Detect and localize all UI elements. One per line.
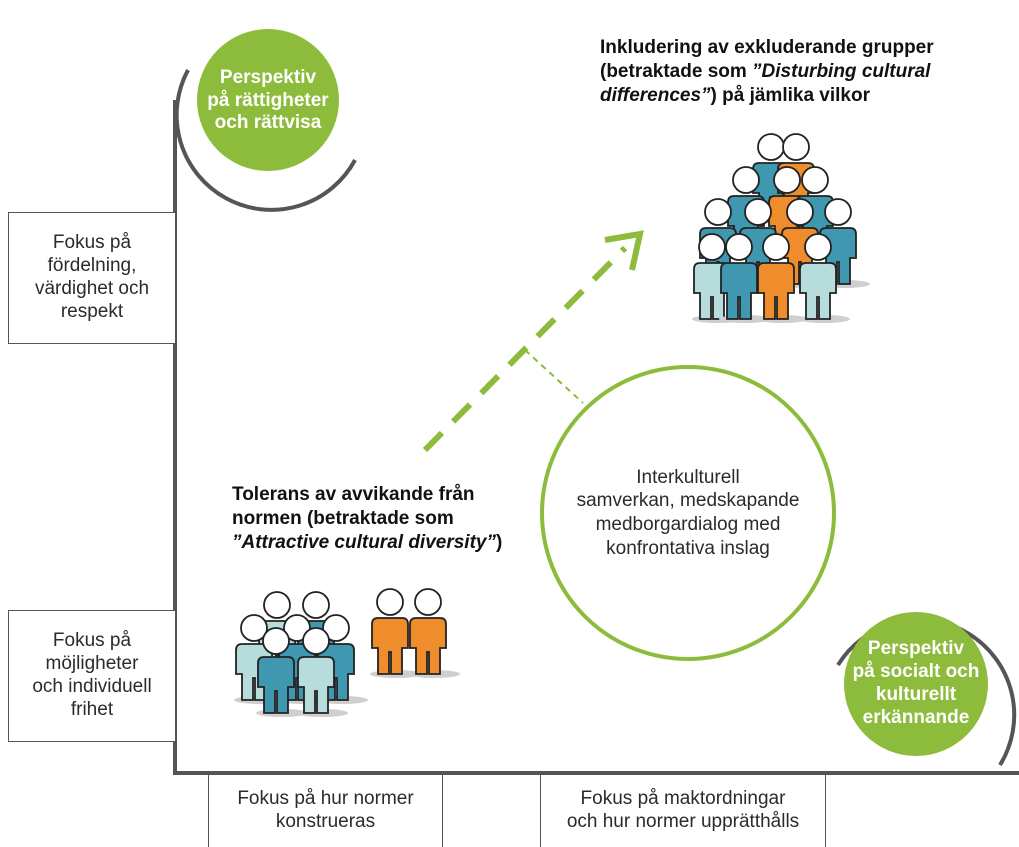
center-circle-label: Interkulturell samverkan, medskapande me… xyxy=(576,466,800,559)
connector-line xyxy=(524,349,584,404)
person-icon xyxy=(408,588,460,678)
inclusion-heading-line3-emphasis: differences” xyxy=(600,84,711,106)
tolerance-heading-line1: Tolerans av avvikande från xyxy=(232,484,475,505)
tolerance-heading-line3: ”Attractive cultural diversity”) xyxy=(232,531,552,555)
y-label-upper-box: Fokus på fördelning, värdighet och respe… xyxy=(8,212,176,344)
tolerance-heading-line2: normen (betraktade som xyxy=(232,507,454,529)
person-icon xyxy=(798,233,850,323)
x-label-right-box: Fokus på maktordningar och hur normer up… xyxy=(540,775,826,847)
y-label-lower-box: Fokus på möjligheter och individuell fri… xyxy=(8,610,176,742)
progress-arrow-line xyxy=(422,245,628,453)
center-circle xyxy=(540,365,836,661)
inclusion-heading-line3-text: ) på jämlika vilkor xyxy=(710,84,870,106)
progress-arrow-head xyxy=(604,230,644,271)
person-icon xyxy=(296,627,348,717)
x-label-left-box: Fokus på hur normer konstrueras xyxy=(208,775,443,847)
x-label-left: Fokus på hur normer konstrueras xyxy=(237,788,414,832)
person-icon xyxy=(370,588,422,678)
y-label-lower: Fokus på möjligheter och individuell fri… xyxy=(32,630,152,720)
top-left-perspective-label: Perspektiv på rättigheter och rättvisa xyxy=(207,66,329,134)
tolerance-heading-line3-emphasis: ”Attractive cultural diversity” xyxy=(232,531,496,553)
inclusion-heading-line3: differences”) på jämlika vilkor xyxy=(600,84,1000,108)
top-left-arc xyxy=(174,69,357,212)
y-label-upper: Fokus på fördelning, värdighet och respe… xyxy=(34,232,150,322)
top-left-perspective-circle xyxy=(197,29,339,171)
person-icon xyxy=(719,233,771,323)
bottom-right-perspective-label: Perspektiv på socialt och kulturellt erk… xyxy=(852,638,980,728)
tolerance-heading-line3-text: ) xyxy=(495,531,503,553)
inclusion-heading-line2-text: (betraktade som xyxy=(600,60,753,82)
inclusion-heading-line2: (betraktade som ”Disturbing cultural xyxy=(600,60,1000,84)
inclusion-heading-line2-emphasis: ”Disturbing cultural xyxy=(752,60,931,82)
tolerance-heading: Tolerans av avvikande från normen (betra… xyxy=(232,483,552,554)
inclusion-heading: Inkludering av exkluderande grupper (bet… xyxy=(600,36,1000,107)
people-layer xyxy=(234,133,870,717)
inclusion-heading-line1: Inkludering av exkluderande grupper xyxy=(600,37,934,58)
bottom-right-perspective-circle xyxy=(844,612,988,756)
person-icon xyxy=(256,627,308,717)
x-label-right: Fokus på maktordningar och hur normer up… xyxy=(566,788,800,832)
person-icon xyxy=(756,233,808,323)
